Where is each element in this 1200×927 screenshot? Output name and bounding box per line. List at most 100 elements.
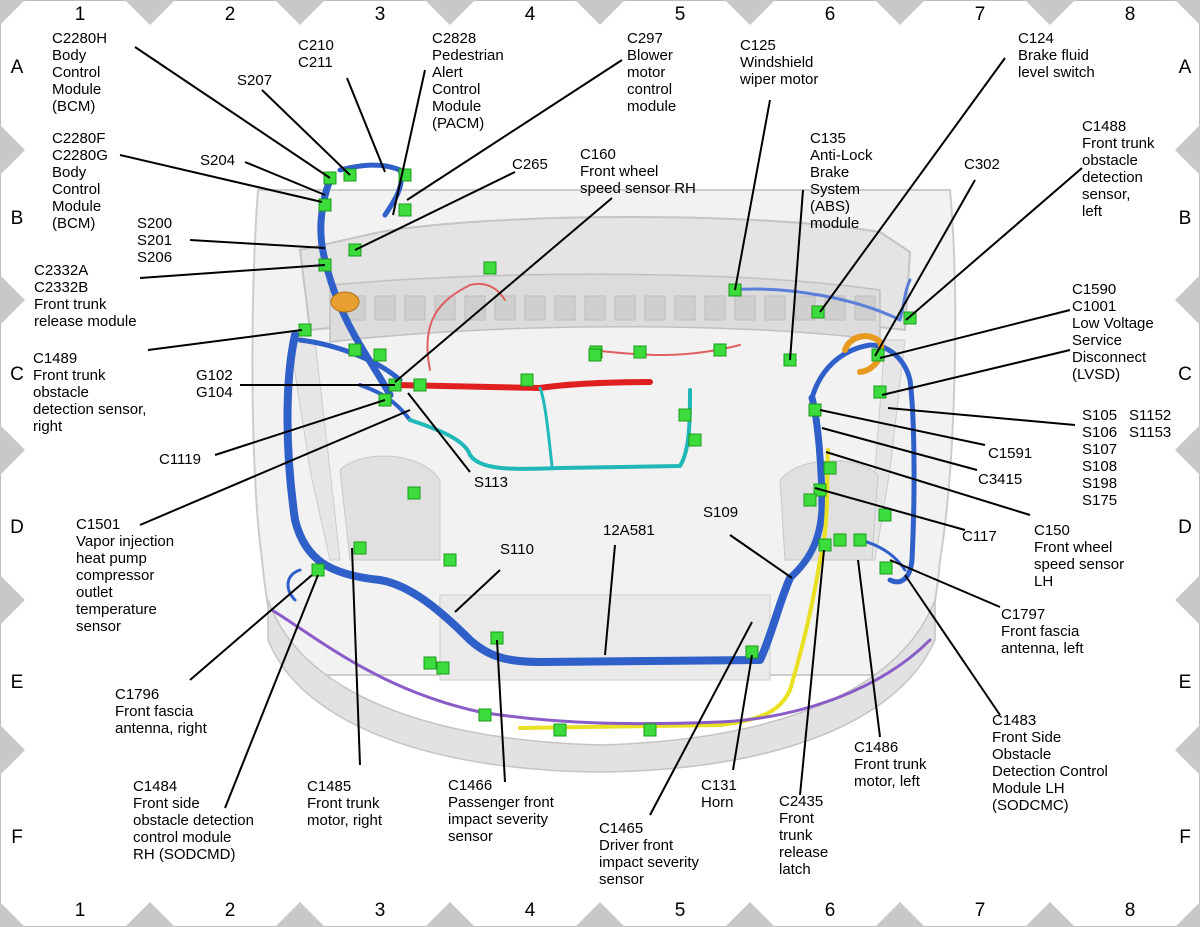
callout-leader — [799, 549, 825, 796]
vent-grille — [674, 295, 696, 321]
grid-column-label-top: 2 — [225, 4, 236, 25]
callout-leader — [729, 534, 793, 579]
callout-leader — [889, 559, 1001, 608]
callout-leader — [354, 171, 516, 251]
harness-left-drop — [786, 394, 826, 582]
grid-tab-bottom — [0, 902, 25, 927]
callout-leader — [887, 407, 1076, 426]
callout-leader — [879, 309, 1071, 359]
callout-label-s110: S110 — [500, 541, 534, 558]
connector-marker — [879, 561, 893, 575]
grid-tab-right — [1175, 275, 1200, 325]
connector-marker — [588, 348, 602, 362]
grid-column-label-top: 6 — [825, 4, 836, 25]
callout-label-s109: S109 — [703, 504, 739, 521]
connector-marker — [643, 723, 657, 737]
callout-label-c1501: C1501 Vapor injection heat pump compress… — [76, 516, 175, 635]
vent-grille — [464, 295, 486, 321]
connector-marker — [413, 378, 427, 392]
connector-marker — [478, 708, 492, 722]
callout-label-s204: S204 — [200, 152, 236, 169]
callout-label-c1797: C1797 Front fascia antenna, left — [1001, 606, 1084, 657]
grid-column-label-top: 4 — [525, 4, 536, 25]
grid-tab-left — [0, 125, 25, 175]
callout-label-c125: C125 Windshield wiper motor — [740, 37, 819, 88]
callout-leader — [734, 99, 771, 291]
connector-marker — [713, 343, 727, 357]
grid-column-label-top: 1 — [75, 4, 86, 25]
callout-leader — [819, 409, 986, 446]
callout-leader — [139, 264, 326, 279]
vent-grille — [524, 295, 546, 321]
connector-marker — [803, 493, 817, 507]
callout-label-c297: C297 Blower motor control module — [627, 30, 677, 115]
harness-teal-drop — [538, 386, 554, 468]
grid-row-label-left: D — [10, 517, 24, 538]
vent-grille — [764, 295, 786, 321]
connector-marker — [348, 343, 362, 357]
grid-tab-right — [1175, 125, 1200, 175]
lvsd-coil — [842, 333, 885, 375]
callout-leader — [904, 574, 1001, 716]
vent-grille — [584, 295, 606, 321]
callout-label-c1466: C1466 Passenger front impact severity se… — [448, 777, 554, 845]
callout-leader — [147, 329, 303, 351]
callout-label-c2332: C2332A C2332B Front trunk release module — [34, 262, 137, 330]
grid-row-label-left: A — [11, 57, 24, 78]
callout-label-n12a581: 12A581 — [603, 522, 655, 539]
callout-leader — [189, 574, 313, 681]
vent-grille — [704, 295, 726, 321]
callout-leader — [454, 569, 501, 613]
grid-column-label-top: 7 — [975, 4, 986, 25]
callout-label-g102: G102 G104 — [196, 367, 233, 401]
callout-leader — [789, 189, 804, 361]
callout-leader — [134, 46, 331, 179]
callout-leader — [857, 559, 881, 738]
front-bumper — [267, 599, 936, 773]
callout-leader — [905, 167, 1083, 321]
callout-label-s200: S200 S201 S206 — [137, 215, 173, 266]
callout-leader — [189, 239, 326, 249]
connector-marker — [520, 373, 534, 387]
grid-row-label-left: F — [11, 827, 23, 848]
callout-leader — [407, 392, 471, 473]
callout-label-s1152: S1152 S1153 — [1129, 407, 1172, 441]
vent-grille — [824, 295, 846, 321]
connector-marker — [823, 461, 837, 475]
harness-red-main — [392, 379, 653, 391]
callout-label-c135: C135 Anti-Lock Brake System (ABS) module — [810, 130, 873, 232]
connector-marker — [818, 538, 832, 552]
grid-column-label-top: 8 — [1125, 4, 1136, 25]
callout-leader — [821, 427, 978, 471]
grid-tab-top — [575, 0, 625, 25]
callout-label-c131: C131 Horn — [701, 777, 737, 811]
callout-label-c1484: C1484 Front side obstacle detection cont… — [133, 778, 254, 863]
grid-tab-bottom — [1025, 902, 1075, 927]
callout-label-c160: C160 Front wheel speed sensor RH — [580, 146, 696, 197]
grid-column-label-bottom: 5 — [675, 900, 686, 921]
grid-column-label-top: 5 — [675, 4, 686, 25]
callout-label-c1486: C1486 Front trunk motor, left — [854, 739, 927, 790]
vent-grille — [614, 295, 636, 321]
connector-marker — [483, 261, 497, 275]
callout-label-c2280f: C2280F C2280G Body Control Module (BCM) — [52, 130, 108, 232]
harness-c1796 — [286, 568, 302, 602]
connector-marker — [633, 345, 647, 359]
callout-leader — [819, 57, 1006, 313]
grid-column-label-bottom: 4 — [525, 900, 536, 921]
callout-leader — [881, 349, 1071, 396]
grid-tab-top — [1175, 0, 1200, 25]
callout-leader — [394, 197, 613, 383]
grid-tab-right — [1175, 425, 1200, 475]
callout-leader — [346, 77, 386, 173]
callout-label-c210: C210 C211 — [298, 37, 334, 71]
connector-marker — [873, 385, 887, 399]
callout-label-c302: C302 — [964, 156, 1000, 173]
grid-tab-top — [875, 0, 925, 25]
connector-marker — [688, 433, 702, 447]
callout-leader — [874, 179, 976, 357]
vent-grille — [644, 295, 666, 321]
connector-marker — [311, 563, 325, 577]
